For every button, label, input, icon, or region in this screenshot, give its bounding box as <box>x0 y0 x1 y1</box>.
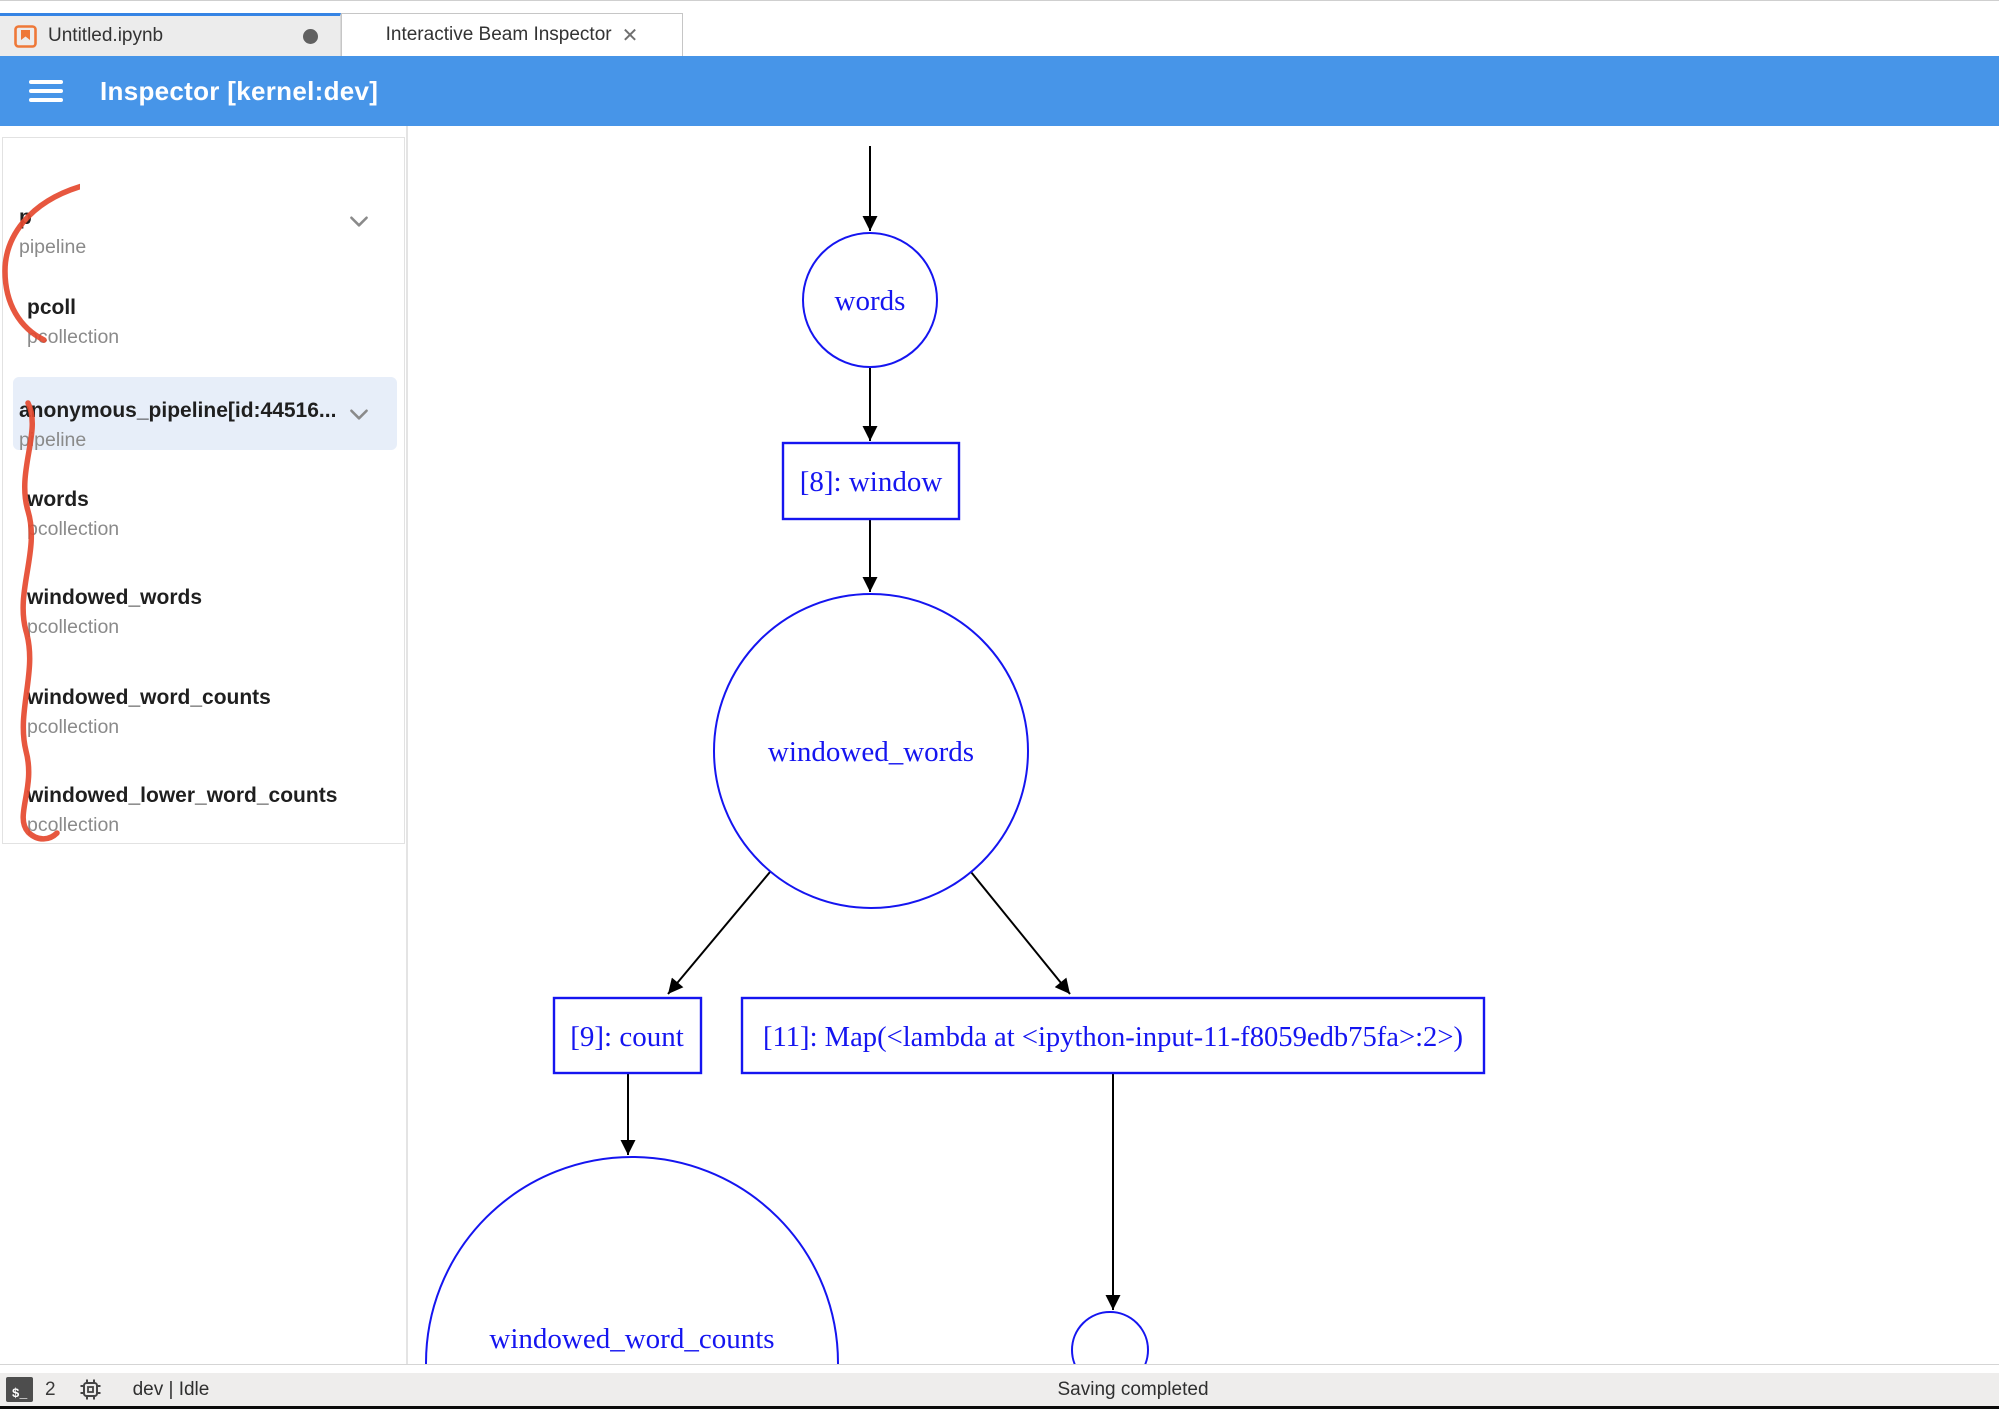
sidebar-item-windowed-words[interactable]: windowed_words pcollection <box>3 583 428 642</box>
window-bottom-edge <box>0 1406 1999 1409</box>
tab-label: Interactive Beam Inspector <box>385 24 612 45</box>
terminal-count[interactable]: 2 <box>45 1378 56 1400</box>
kernel-chip-icon[interactable] <box>78 1377 103 1402</box>
sidebar-item-words[interactable]: words pcollection <box>3 485 428 544</box>
kernel-status[interactable]: dev | Idle <box>132 1378 210 1400</box>
pipeline-sidebar: p pipeline pcoll pcollection anonymous_p… <box>2 137 405 844</box>
node-pcollection-windowed-word-counts <box>425 1156 839 1364</box>
tab-untitled-notebook[interactable]: Untitled.ipynb <box>0 13 341 56</box>
node-label: [11]: Map(<lambda at <ipython-input-11-f… <box>763 1022 1463 1053</box>
unsaved-changes-dot[interactable] <box>303 28 318 44</box>
notebook-icon <box>14 24 37 48</box>
node-label: [8]: window <box>800 466 943 498</box>
tab-beam-inspector[interactable]: Interactive Beam Inspector ✕ <box>341 13 683 56</box>
node-label: words <box>835 285 906 317</box>
item-type-label: pcollection <box>27 326 120 348</box>
item-type-label: pcollection <box>27 814 120 836</box>
item-type-label: pcollection <box>27 616 120 638</box>
node-transform-window <box>781 441 961 521</box>
status-message: Saving completed <box>1057 1378 1209 1400</box>
node-transform-count <box>552 996 703 1075</box>
node-pcollection-result <box>1071 1311 1149 1364</box>
selected-item-highlight <box>13 377 397 450</box>
node-transform-map-lambda <box>740 996 1486 1075</box>
item-type-label: pipeline <box>19 429 87 451</box>
pcollection-name: pcoll <box>27 296 77 319</box>
node-pcollection-words <box>802 232 938 368</box>
sidebar-item-windowed-word-counts[interactable]: windowed_word_counts pcollection <box>3 683 428 742</box>
close-icon[interactable]: ✕ <box>621 24 639 47</box>
terminal-icon[interactable]: $_ <box>6 1377 33 1402</box>
pcollection-name: words <box>27 488 89 511</box>
status-bar: $_ 2 dev | Idle Saving completed <box>0 1373 1999 1406</box>
sidebar-item-windowed-lower-word-counts[interactable]: windowed_lower_word_counts pcollection <box>3 781 428 840</box>
pipeline-dag: words [8]: window windowed_words [9]: co… <box>425 146 1486 1364</box>
tab-label: Untitled.ipynb <box>48 25 164 46</box>
statusbar-left-group: $_ 2 dev | Idle <box>0 1373 209 1406</box>
pcollection-name: windowed_word_counts <box>27 686 271 709</box>
sidebar-item-pcoll[interactable]: pcoll pcollection <box>3 293 428 352</box>
edge-windowed-words-to-map <box>970 871 1071 995</box>
page-title: Inspector [kernel:dev] <box>100 75 379 106</box>
pcollection-name: windowed_lower_word_counts <box>27 784 338 807</box>
item-type-label: pcollection <box>27 716 120 738</box>
chevron-down-icon[interactable] <box>346 208 372 234</box>
pipeline-name: anonymous_pipeline[id:44516... <box>19 399 337 422</box>
node-label: windowed_word_counts <box>489 1323 774 1355</box>
content-area: p pipeline pcoll pcollection anonymous_p… <box>0 126 1999 1364</box>
tab-bar: Untitled.ipynb Interactive Beam Inspecto… <box>0 13 1999 56</box>
edge-windowed-words-to-count <box>667 871 771 995</box>
statusbar-gap <box>0 1364 1999 1373</box>
menu-icon[interactable] <box>29 75 63 107</box>
pipeline-name: p <box>19 206 32 229</box>
node-label: [9]: count <box>570 1021 684 1053</box>
node-label: windowed_words <box>768 736 974 768</box>
node-pcollection-windowed-words <box>713 593 1029 909</box>
item-type-label: pipeline <box>19 236 87 258</box>
pipeline-graph-canvas: words [8]: window windowed_words [9]: co… <box>407 126 1999 1364</box>
sidebar-divider <box>406 126 408 1364</box>
pcollection-name: windowed_words <box>27 586 203 609</box>
item-type-label: pcollection <box>27 518 120 540</box>
chevron-down-icon[interactable] <box>346 401 372 427</box>
inspector-header: Inspector [kernel:dev] <box>0 56 1999 126</box>
